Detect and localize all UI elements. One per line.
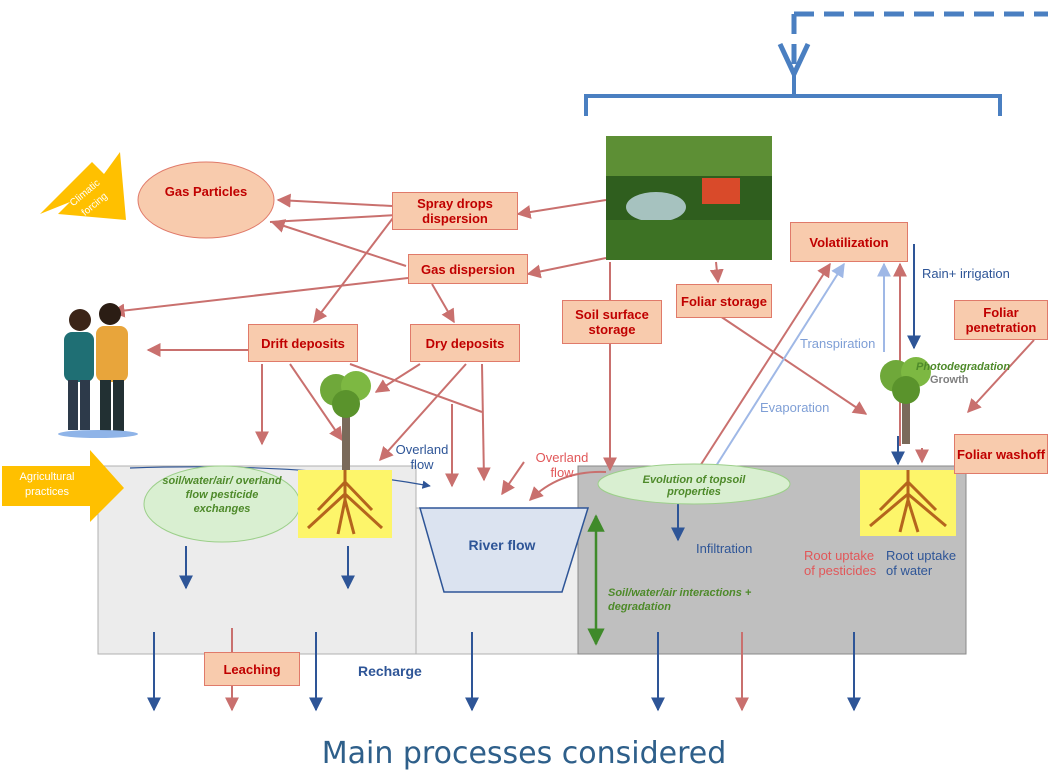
foliar-washoff-box: Foliar washoff xyxy=(954,434,1048,474)
spray-drops-dispersion-box: Spray drops dispersion xyxy=(392,192,518,230)
blue-arrows xyxy=(129,244,921,712)
agricultural-arrow xyxy=(2,450,124,522)
overland-flow-label-left: Overland flow xyxy=(395,442,449,472)
infiltration-label: Infiltration xyxy=(696,541,753,556)
roots-right xyxy=(860,470,956,536)
root-uptake-water-label: Root uptake of water xyxy=(886,548,957,578)
foliar-storage-box: Foliar storage xyxy=(676,284,772,318)
agricultural-practices-label: Agricultural practices xyxy=(19,471,75,498)
soil-exchanges-label: soil/water/air/ overland flow pesticide … xyxy=(162,475,282,515)
gas-particles-ellipse xyxy=(137,161,275,239)
overland-flow-label-right: Overland flow xyxy=(535,450,589,480)
transpiration-label: Transpiration xyxy=(800,336,876,351)
page-title: Main processes considered xyxy=(321,736,727,771)
vine-right xyxy=(876,354,936,444)
vine-left xyxy=(316,370,376,470)
drift-deposits-box: Drift deposits xyxy=(248,324,358,362)
top-connector xyxy=(584,11,1048,116)
evolution-topsoil-label: Evolution of topsoil properties xyxy=(642,474,746,498)
photodegradation-label: Photodegradation xyxy=(916,361,1011,373)
roots-left xyxy=(298,470,392,538)
climatic-arrow xyxy=(40,152,126,220)
volatilization-box: Volatilization xyxy=(790,222,908,262)
evaporation-label: Evaporation xyxy=(760,400,830,415)
gas-particles-label: Gas Particles xyxy=(164,184,248,199)
river-flow-label: River flow xyxy=(468,537,536,553)
people-illustration xyxy=(50,298,145,438)
red-arrows xyxy=(110,193,1035,712)
river-shape xyxy=(419,507,590,593)
dry-deposits-box: Dry deposits xyxy=(410,324,520,362)
recharge-label: Recharge xyxy=(358,663,422,679)
leaching-box: Leaching xyxy=(204,652,300,686)
soil-interactions-label: Soil/water/air interactions + degradatio… xyxy=(608,587,752,613)
soil-surface-storage-box: Soil surface storage xyxy=(562,300,662,344)
rain-irrigation-label: Rain+ irrigation xyxy=(922,266,1010,281)
evolution-topsoil-ellipse xyxy=(597,463,791,505)
foliar-penetration-box: Foliar penetration xyxy=(954,300,1048,340)
light-blue-arrows xyxy=(715,262,891,467)
gas-dispersion-box: Gas dispersion xyxy=(408,254,528,284)
root-uptake-pesticides-label: Root uptake of pesticides xyxy=(804,548,877,578)
growth-label: Growth xyxy=(930,374,969,386)
sprayer-photo xyxy=(606,136,772,260)
